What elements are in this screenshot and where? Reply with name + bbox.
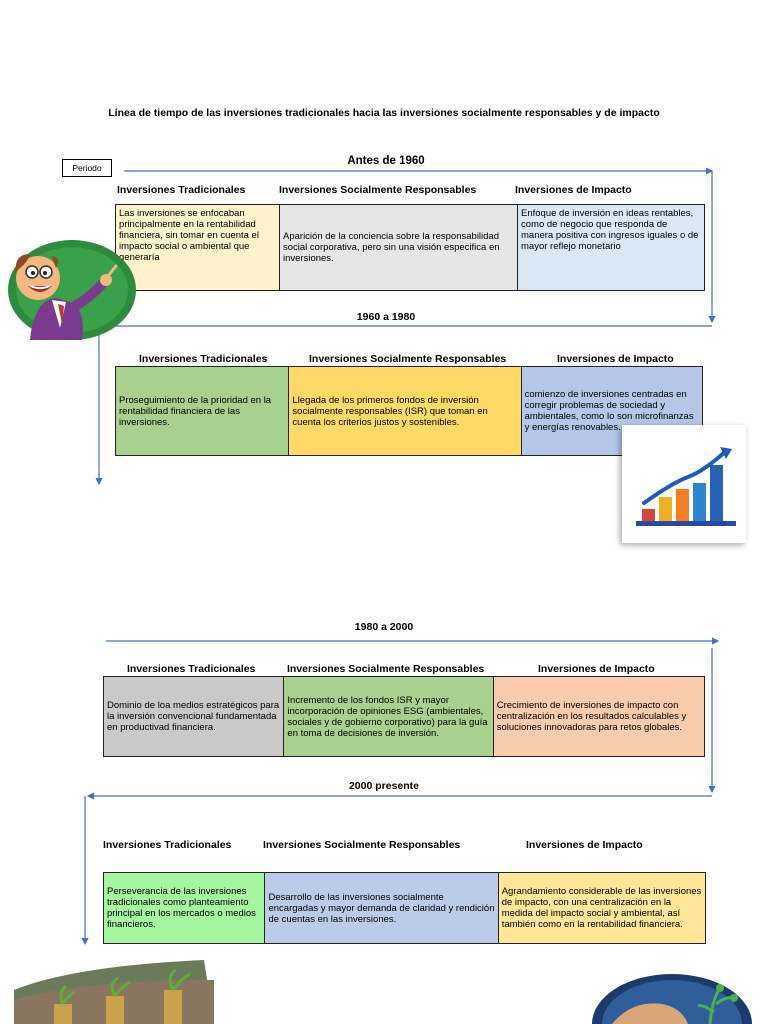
col-header-socialmente-responsables: Inversiones Socialmente Responsables <box>279 184 477 196</box>
col-header-impacto: Inversiones de Impacto <box>515 184 632 196</box>
col-header-tradicionales: Inversiones Tradicionales <box>117 184 246 196</box>
cell-socialmente-responsables: Desarrollo de las inversiones socialment… <box>265 873 499 943</box>
era-label-2000-presente: 2000 presente <box>348 780 420 792</box>
cell-tradicionales: Proseguimiento de la prioridad en la ren… <box>116 367 290 455</box>
cell-tradicionales: Dominio de loa medios estratégicos para … <box>104 677 285 756</box>
cell-impacto: Crecimiento de inversiones de impacto co… <box>493 677 704 756</box>
col-header-socialmente-responsables: Inversiones Socialmente Responsables <box>309 353 507 365</box>
cell-impacto: comienzo de inversiones centradas en cor… <box>521 367 702 455</box>
teacher-clipart <box>8 240 136 340</box>
era-table-1960-1980: Proseguimiento de la prioridad en la ren… <box>115 366 703 456</box>
era-label-antes-1960: Antes de 1960 <box>347 155 425 167</box>
cell-impacto: Agrandamiento considerable de las invers… <box>498 873 705 943</box>
col-header-tradicionales: Inversiones Tradicionales <box>103 839 232 851</box>
growth-chart-image <box>622 425 746 543</box>
col-header-tradicionales: Inversiones Tradicionales <box>127 663 256 675</box>
periodo-label: Periodo <box>62 159 112 177</box>
cell-socialmente-responsables: Llegada de los primeros fondos de invers… <box>289 367 522 455</box>
era-table-2000-presente: Perseverancia de las inversiones tradici… <box>103 872 706 944</box>
col-header-socialmente-responsables: Inversiones Socialmente Responsables <box>287 663 485 675</box>
col-header-impacto: Inversiones de Impacto <box>526 839 643 851</box>
col-header-tradicionales: Inversiones Tradicionales <box>139 353 268 365</box>
cell-socialmente-responsables: Aparición de la conciencia sobre la resp… <box>280 205 518 290</box>
era-table-1980-2000: Dominio de loa medios estratégicos para … <box>103 676 705 757</box>
plants-coins-photo <box>14 960 214 1024</box>
cell-socialmente-responsables: Incremento de los fondos ISR y mayor inc… <box>284 677 494 756</box>
era-label-1960-1980: 1960 a 1980 <box>356 311 416 323</box>
era-table-antes-1960: Las inversiones se enfocaban principalme… <box>115 204 705 291</box>
hand-plant-photo <box>592 974 752 1024</box>
col-header-impacto: Inversiones de Impacto <box>538 663 655 675</box>
cell-impacto: Enfoque de inversión en ideas rentables,… <box>518 205 704 290</box>
col-header-impacto: Inversiones de Impacto <box>557 353 674 365</box>
era-label-1980-2000: 1980 a 2000 <box>354 621 414 633</box>
bar-chart-icon <box>636 447 736 526</box>
col-header-socialmente-responsables: Inversiones Socialmente Responsables <box>263 839 461 851</box>
page-title: Línea de tiempo de las inversiones tradi… <box>108 107 660 119</box>
cell-tradicionales: Perseverancia de las inversiones tradici… <box>104 873 266 943</box>
cell-tradicionales: Las inversiones se enfocaban principalme… <box>116 205 280 290</box>
